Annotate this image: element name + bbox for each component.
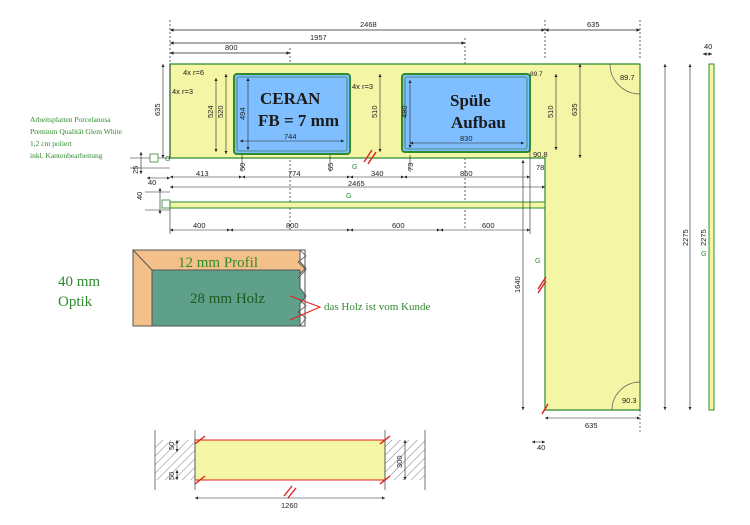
joint-marks [363, 149, 549, 415]
profile-thickness: 40 mm [58, 274, 100, 290]
top-dimensions [169, 20, 712, 230]
dim-40-bottom: 40 [537, 443, 545, 452]
dim-830: 830 [460, 134, 473, 143]
right-leg-dims [521, 64, 692, 444]
note-line-4: inkl. Kantenbearbeitung [30, 151, 103, 160]
profile-optik: Optik [58, 294, 93, 310]
g-edge-front-b: G [352, 164, 357, 171]
g-edge-front-a: G [165, 156, 170, 163]
dim-1957: 1957 [310, 33, 327, 42]
sink-cutout [401, 73, 531, 153]
dim-1260: 1260 [281, 501, 298, 510]
cooktop-inner-dims [161, 64, 582, 172]
r4x3-right-label: 4x r=3 [352, 82, 373, 91]
dim-413: 413 [196, 169, 209, 178]
dim-860: 860 [460, 169, 473, 178]
dim-774: 774 [288, 169, 301, 178]
corner-arc-bottom-right [611, 381, 641, 411]
ceran-cutout [233, 73, 351, 155]
angle-89-7-small: 89.7 [530, 71, 543, 78]
profile-layer-top: 12 mm Profil [178, 255, 258, 271]
dim-340: 340 [371, 169, 384, 178]
g-edge-strip: G [346, 193, 351, 200]
dim-520: 520 [216, 105, 225, 118]
wood-note: das Holz ist vom Kunde [324, 301, 430, 313]
dim-600-b: 600 [482, 221, 495, 230]
bottom-dims [175, 440, 407, 500]
profile-layer-bottom: 28 mm Holz [190, 291, 265, 307]
dim-635-right: 635 [570, 103, 579, 116]
note-line-1: Arbeitsplatten Porcelanosa [30, 115, 111, 124]
r4x3-left-label: 4x r=3 [172, 87, 193, 96]
r4x6-label: 4x r=6 [183, 68, 204, 77]
dim-635-left: 635 [153, 103, 162, 116]
dim-2465: 2465 [348, 179, 365, 188]
dim-73: 73 [406, 163, 415, 171]
angle-90-3: 90.3 [622, 396, 637, 405]
side-strip [708, 63, 715, 411]
ceran-fb-label: FB = 7 mm [258, 111, 339, 130]
dim-800-top: 800 [225, 43, 238, 52]
sink-label: Spüle [450, 91, 491, 110]
ceran-label: CERAN [260, 89, 321, 108]
sink-aufbau-label: Aufbau [451, 113, 506, 132]
dim-400: 400 [193, 221, 206, 230]
dim-494: 494 [238, 107, 247, 120]
dim-90-8: 90.8 [533, 150, 548, 159]
angle-89-7: 89.7 [620, 73, 635, 82]
dim-635-top: 635 [587, 20, 600, 29]
dim-600-a: 600 [392, 221, 405, 230]
dim-50: 50 [238, 163, 247, 171]
dim-510-b: 510 [546, 105, 555, 118]
bottom-section-piece [154, 430, 426, 490]
dim-300: 300 [395, 455, 404, 468]
front-strip [169, 201, 546, 209]
chain-row-3 [169, 150, 531, 234]
dim-800-b: 800 [286, 221, 299, 230]
corner-arc-top-right [609, 63, 641, 95]
g-edge-leg: G [535, 258, 540, 265]
bottom-joint-marks [194, 435, 391, 499]
chain-row-2 [170, 175, 545, 189]
dim-744: 744 [284, 132, 297, 141]
dim-1640: 1640 [513, 276, 522, 293]
dim-40-left: 40 [148, 178, 156, 187]
edge-profile-square-a [149, 153, 159, 163]
dim-65: 65 [326, 163, 335, 171]
edge-profile-section [132, 248, 307, 327]
note-line-3: 1,2 cm poliert [30, 139, 73, 148]
dim-40-top: 40 [704, 42, 712, 51]
dim-635-bottom: 635 [585, 421, 598, 430]
wood-note-pointer [289, 295, 322, 321]
dim-25: 25 [131, 166, 140, 174]
dim-480: 480 [400, 105, 409, 118]
dim-2275-b: 2275 [699, 229, 708, 246]
dim-524: 524 [206, 105, 215, 118]
dim-40-left2: 40 [135, 192, 144, 200]
edge-profile-square-b [161, 199, 171, 209]
dim-50-section-b: 50 [167, 472, 176, 480]
g-edge-side: G [701, 251, 706, 258]
dim-510-a: 510 [370, 105, 379, 118]
dim-50-section-a: 50 [167, 442, 176, 450]
dim-2275-a: 2275 [681, 229, 690, 246]
dim-78: 78 [536, 163, 544, 172]
note-line-2: Premium Qualität Glem White [30, 127, 123, 136]
dim-2468: 2468 [360, 20, 377, 29]
